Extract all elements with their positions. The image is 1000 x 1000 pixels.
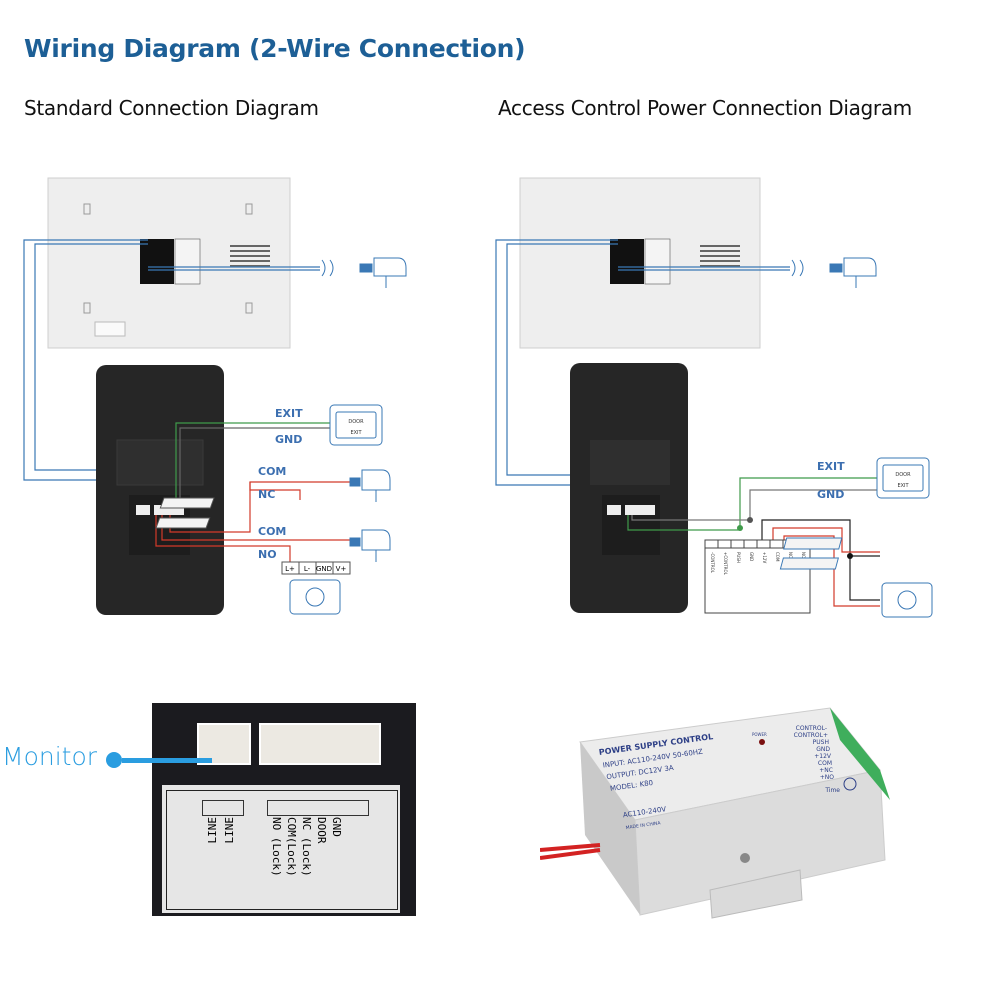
lock-terminal: L+ <box>285 565 295 573</box>
psu-terminal-label: CONTROL- <box>796 725 827 732</box>
pin-label: GND <box>330 817 343 837</box>
pin-label: NC (Lock) <box>300 817 313 877</box>
lock-terminal: L- <box>304 565 311 573</box>
label-com-2: COM <box>258 525 286 538</box>
label-exit: EXIT <box>275 407 303 420</box>
psu-terminal-label: COM <box>818 760 832 767</box>
psu-terminal-label: +12V <box>814 753 832 760</box>
psu-terminal-label: CONTROL+ <box>794 732 828 739</box>
label-com-1: COM <box>258 465 286 478</box>
pin-label-line: LINE <box>206 817 219 844</box>
psu-terminal: NO <box>801 552 806 558</box>
page-title: Wiring Diagram (2-Wire Connection) <box>24 34 526 63</box>
time-dial-icon[interactable] <box>843 777 857 791</box>
access-control-diagram-heading: Access Control Power Connection Diagram <box>498 96 912 120</box>
label-gnd: GND <box>817 488 844 501</box>
callout-line <box>122 758 212 763</box>
label-nc: NC <box>258 488 275 501</box>
monitor-connector-photo: LINE LINE GND DOOR NC (Lock) COM(Lock) N… <box>152 703 416 916</box>
psu-terminal-label: GND <box>816 746 830 753</box>
exit-button-line2: EXIT <box>350 430 362 436</box>
exit-button-icon: DOOR EXIT <box>876 457 930 499</box>
psu-power-label: POWER <box>752 732 767 737</box>
power-adapter-icon <box>359 257 407 288</box>
psu-time-label: Time <box>824 787 840 794</box>
pin-label: DOOR <box>315 817 328 844</box>
exit-button-icon: DOOR EXIT <box>329 404 383 446</box>
psu-terminal-label: PUSH <box>813 739 829 746</box>
monitor-callout-label: Monitor <box>2 742 98 771</box>
indoor-monitor <box>519 177 761 349</box>
psu-terminal: PUSH <box>736 552 741 563</box>
pin-label-sticker: LINE LINE GND DOOR NC (Lock) COM(Lock) N… <box>162 785 400 913</box>
power-adapter-icon <box>829 257 877 288</box>
magnetic-lock-icon <box>155 497 215 529</box>
doorbell-unit <box>96 365 224 615</box>
exit-button-line1: DOOR <box>348 419 364 425</box>
access-control-diagram: EXIT GND DOOR EXIT -CONTROL +CONTROL PUS… <box>495 177 933 618</box>
line-connector <box>197 723 251 765</box>
door-connector <box>259 723 381 765</box>
standard-connection-diagram: DOOR EXIT EXIT GND COM NC COM NO L+ L- G… <box>23 177 407 615</box>
psu-terminal: +CONTROL <box>723 552 728 576</box>
indoor-monitor <box>47 177 291 349</box>
pin-label: NO (Lock) <box>270 817 283 877</box>
power-led <box>759 739 765 745</box>
doorbell-unit <box>570 363 688 613</box>
label-gnd: GND <box>275 433 302 446</box>
psu-terminal: NC <box>788 552 793 558</box>
exit-button-line2: EXIT <box>897 483 909 489</box>
lock-terminal: V+ <box>336 565 347 573</box>
label-no: NO <box>258 548 277 561</box>
psu-terminal-label: +NO <box>820 774 835 781</box>
power-adapter-icon <box>349 469 391 562</box>
lock-terminal-block: L+ L- GND V+ <box>281 561 351 575</box>
pin-label: COM(Lock) <box>285 817 298 877</box>
power-supply-photo: POWER SUPPLY CONTROL INPUT: AC110-240V 5… <box>540 707 890 919</box>
psu-terminal: COM <box>775 552 780 562</box>
psu-terminal-label: +NC <box>819 767 833 774</box>
exit-button-line1: DOOR <box>895 472 911 478</box>
standard-diagram-heading: Standard Connection Diagram <box>24 96 319 120</box>
callout-dot <box>106 752 122 768</box>
psu-made-in: MADE IN CHINA <box>625 820 662 831</box>
label-exit: EXIT <box>817 460 845 473</box>
psu-terminal: -CONTROL <box>710 552 715 574</box>
pin-label-line: LINE <box>223 817 236 844</box>
psu-terminal: +12V <box>762 552 767 563</box>
electric-lock-icon <box>881 582 933 618</box>
psu-terminal-board: -CONTROL +CONTROL PUSH GND +12V COM NC N… <box>704 539 811 614</box>
lock-terminal: GND <box>316 565 332 573</box>
magnetic-lock-icon <box>779 537 843 570</box>
psu-terminal: GND <box>749 552 754 561</box>
electric-lock-icon <box>289 579 341 615</box>
